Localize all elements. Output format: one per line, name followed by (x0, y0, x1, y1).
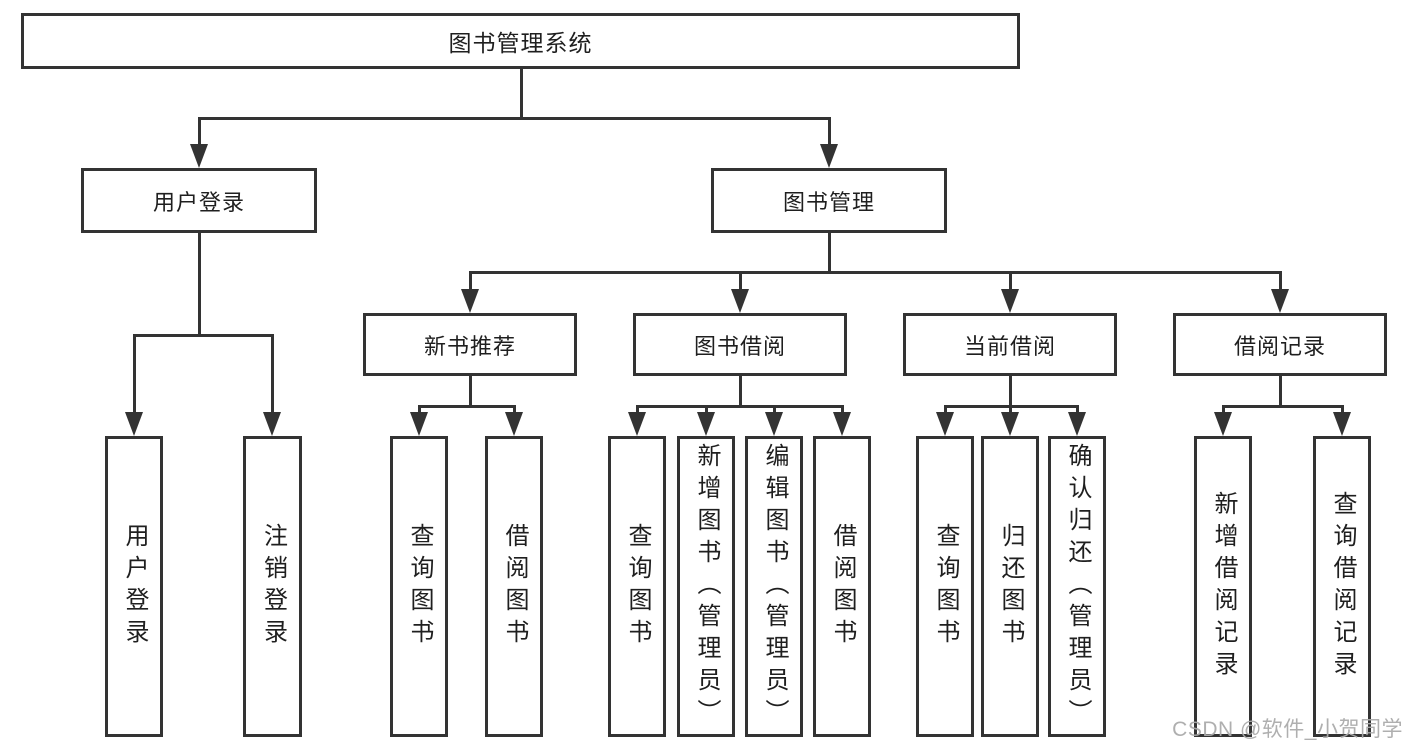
leaf-borrow-books: 借阅图书 (813, 436, 871, 737)
node-label: 查询图书 (406, 522, 433, 651)
connector-line (636, 405, 639, 415)
connector-line (705, 405, 708, 415)
connector-line (1009, 405, 1012, 415)
connector-line (944, 405, 947, 415)
node-label: 归还图书 (997, 522, 1024, 651)
arrowhead-down-icon (410, 412, 428, 436)
node-label: 新书推荐 (423, 333, 516, 359)
connector-line (1279, 376, 1282, 408)
arrowhead-down-icon (1001, 289, 1019, 313)
connector-line (828, 233, 831, 273)
leaf-borrow-books-recommend: 借阅图书 (485, 436, 543, 737)
connector-line (133, 334, 274, 337)
node-label: 用户登录 (121, 522, 148, 651)
connector-line (469, 271, 472, 293)
leaf-return-books: 归还图书 (981, 436, 1039, 737)
arrowhead-down-icon (628, 412, 646, 436)
node-label: 图书管理系统 (448, 30, 593, 56)
connector-line (636, 405, 844, 408)
connector-line (271, 334, 274, 416)
node-label: 用户登录 (152, 189, 245, 215)
arrowhead-down-icon (936, 412, 954, 436)
node-label: 注销登录 (259, 522, 287, 651)
node-user-login: 用户登录 (81, 168, 317, 233)
csdn-watermark: CSDN @软件_小贺同学 (1172, 718, 1403, 741)
leaf-query-books-borrow: 查询图书 (608, 436, 666, 737)
arrowhead-down-icon (833, 412, 851, 436)
connector-line (469, 376, 472, 408)
leaf-add-borrow-record: 新增借阅记录 (1194, 436, 1252, 737)
node-current-borrowing: 当前借阅 (903, 313, 1117, 376)
arrowhead-down-icon (1333, 412, 1351, 436)
arrowhead-down-icon (505, 412, 523, 436)
connector-line (513, 405, 516, 415)
connector-line (841, 405, 844, 415)
node-book-management: 图书管理 (711, 168, 947, 233)
node-label: 确认归还（管理员） (1064, 442, 1091, 731)
connector-line (1076, 405, 1079, 415)
connector-line (198, 233, 201, 336)
node-label: 新增图书（管理员） (693, 442, 720, 731)
node-label: 借阅图书 (829, 522, 856, 651)
node-label: 借阅记录 (1233, 333, 1326, 359)
node-label: 编辑图书（管理员） (761, 442, 788, 731)
node-label: 借阅图书 (501, 522, 528, 651)
node-label: 当前借阅 (963, 333, 1056, 359)
node-library-management-system: 图书管理系统 (21, 13, 1020, 69)
arrowhead-down-icon (190, 144, 208, 168)
arrowhead-down-icon (461, 289, 479, 313)
node-label: 查询图书 (624, 522, 651, 651)
connector-line (1222, 405, 1344, 408)
connector-line (1341, 405, 1344, 415)
leaf-query-borrow-record: 查询借阅记录 (1313, 436, 1371, 737)
connector-line (133, 334, 136, 416)
connector-line (739, 271, 742, 293)
arrowhead-down-icon (1068, 412, 1086, 436)
connector-line (739, 376, 742, 408)
connector-line (773, 405, 776, 415)
leaf-query-books-recommend: 查询图书 (390, 436, 448, 737)
connector-line (418, 405, 516, 408)
connector-line (1009, 271, 1012, 293)
arrowhead-down-icon (765, 412, 783, 436)
node-new-book-recommendation: 新书推荐 (363, 313, 577, 376)
node-label: 查询图书 (932, 522, 959, 651)
arrowhead-down-icon (1001, 412, 1019, 436)
connector-line (1009, 376, 1012, 408)
arrowhead-down-icon (820, 144, 838, 168)
connector-line (1222, 405, 1225, 415)
connector-line (198, 117, 201, 149)
connector-line (469, 271, 1282, 274)
leaf-confirm-return-admin: 确认归还（管理员） (1048, 436, 1106, 737)
leaf-user-login: 用户登录 (105, 436, 163, 737)
leaf-edit-books-admin: 编辑图书（管理员） (745, 436, 803, 737)
arrowhead-down-icon (125, 412, 143, 436)
connector-line (198, 117, 831, 120)
leaf-add-books-admin: 新增图书（管理员） (677, 436, 735, 737)
node-label: 新增借阅记录 (1210, 490, 1237, 683)
arrowhead-down-icon (1214, 412, 1232, 436)
connector-line (828, 117, 831, 149)
node-label: 查询借阅记录 (1329, 490, 1356, 683)
connector-line (520, 69, 523, 119)
node-label: 图书借阅 (693, 333, 786, 359)
connector-line (418, 405, 421, 415)
leaf-logout: 注销登录 (243, 436, 302, 737)
node-book-borrowing: 图书借阅 (633, 313, 847, 376)
arrowhead-down-icon (263, 412, 281, 436)
arrowhead-down-icon (731, 289, 749, 313)
node-label: 图书管理 (782, 189, 875, 215)
node-borrowing-records: 借阅记录 (1173, 313, 1387, 376)
arrowhead-down-icon (1271, 289, 1289, 313)
arrowhead-down-icon (697, 412, 715, 436)
leaf-query-books-current: 查询图书 (916, 436, 974, 737)
connector-line (1279, 271, 1282, 293)
